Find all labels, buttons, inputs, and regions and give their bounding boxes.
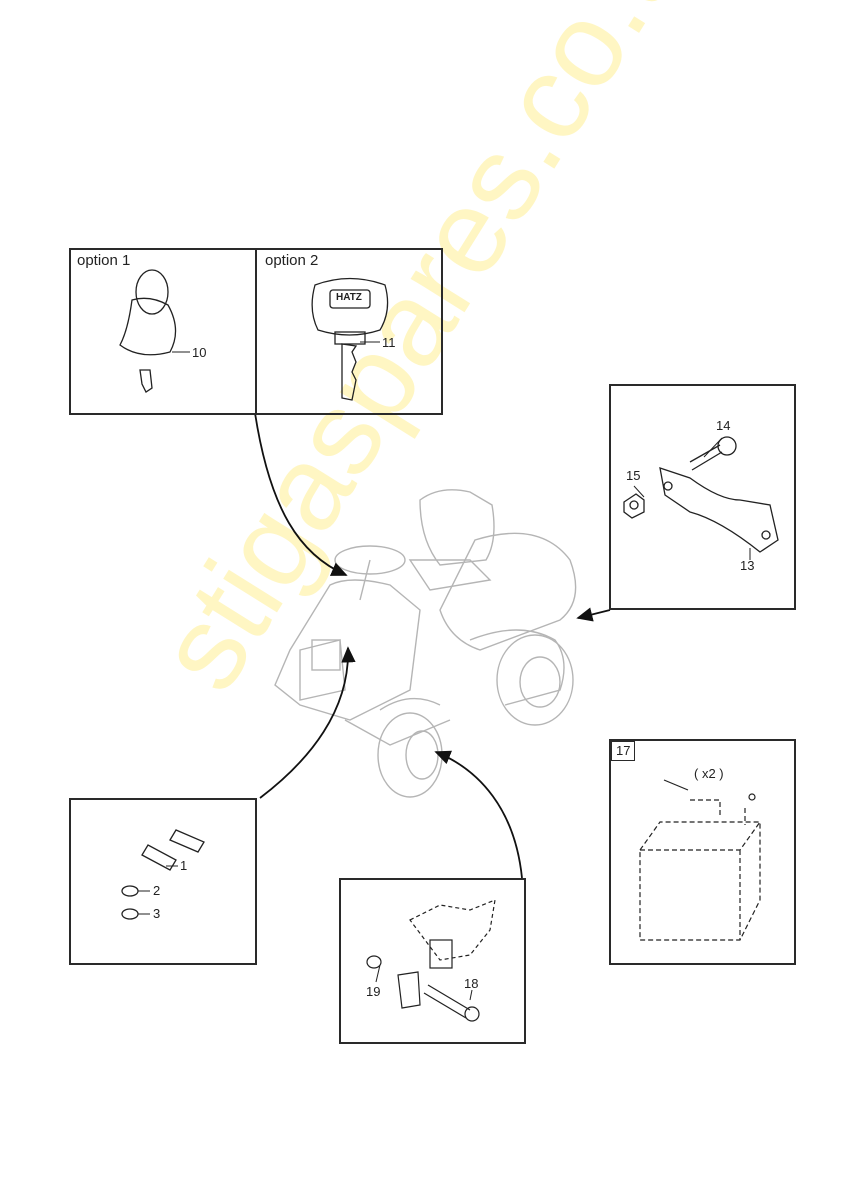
callout-15: 15 [626,468,641,483]
battery-qty: ( x2 ) [694,766,724,781]
callout-19: 19 [366,984,381,999]
arrow-keys-to-tractor [254,412,348,576]
panel-battery [609,739,796,965]
panel-pins [69,798,257,965]
bracket-parts [623,436,779,553]
option1-label: option 1 [77,252,131,269]
arrow-mount-to-tractor [434,750,523,879]
callout-11: 11 [382,335,396,350]
callout-10: 10 [192,345,207,360]
battery-parts [639,799,761,941]
callout-18: 18 [464,976,479,991]
arrow-bracket-to-tractor [576,607,611,622]
mount-parts [366,899,496,1022]
panel-bracket [609,384,796,610]
ignition-key-option2 [311,277,389,401]
callout-2: 2 [153,883,161,898]
callout-14: 14 [716,418,731,433]
panel-option1 [69,248,257,415]
panel-option2 [255,248,443,415]
arrow-pins-to-tractor [259,646,356,799]
callout-1: 1 [180,858,188,873]
panel-mount [339,878,526,1044]
callout-3: 3 [153,906,161,921]
callout-13: 13 [740,558,755,573]
option2-label: option 2 [265,252,319,269]
key-brand-text: HATZ [336,292,362,303]
battery-tag: 17 [611,741,636,761]
tractor-illustration [274,489,577,798]
ignition-key-option1 [119,269,177,393]
